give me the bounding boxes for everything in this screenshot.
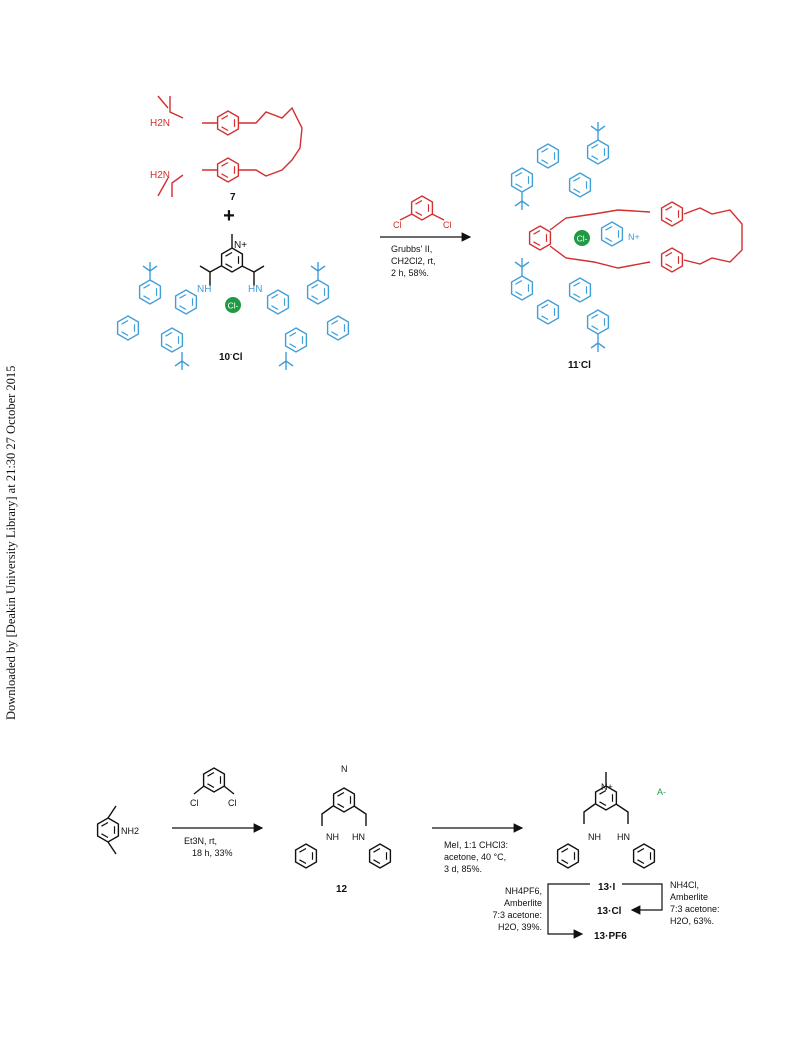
compound-7-amine-bottom: H2N [150, 170, 170, 181]
compound-11-pyridinium: N+ [628, 232, 640, 242]
exchange-left-line1: NH4PF6, [505, 886, 542, 896]
compound-11-label-anion: Cl [581, 360, 591, 371]
compound-7-label: 7 [230, 192, 236, 203]
exchange-right-line1: NH4Cl, [670, 880, 699, 890]
compound-11-label-main: 11 [568, 360, 579, 371]
step1-conditions-line2: 18 h, 33% [192, 848, 233, 858]
compound-10-pyridinium: N+ [234, 240, 247, 251]
step1-conditions-line1: Et3N, rt, [184, 836, 217, 846]
compound-13-anion: A- [657, 787, 666, 797]
compound-10-label-main: 10 [219, 352, 231, 363]
compound-12-n: N [341, 764, 348, 774]
compound-12-nh-right: HN [352, 832, 365, 842]
compound-12 [294, 787, 392, 869]
isophthaloyl-chloride [399, 195, 445, 221]
exchange-left-line2: Amberlite [504, 898, 542, 908]
compound-13-nh-right: HN [617, 832, 630, 842]
compound-7 [157, 95, 303, 197]
compound-13-n: N+ [601, 782, 613, 792]
exchange-arrow-right [622, 883, 663, 915]
compound-11-blue-axle [510, 121, 624, 353]
step1-cl-left: Cl [190, 798, 199, 808]
compound-10-nh-left: NH [197, 284, 211, 295]
reagent-cl-left: Cl [393, 220, 402, 230]
compound-7-amine-top: H2N [150, 118, 170, 129]
chloride-anion-reactant [225, 297, 241, 313]
compound-10-label-anion: Cl [232, 352, 242, 363]
exchange-arrow-left [547, 883, 590, 939]
compound-12-label: 12 [336, 884, 348, 895]
compound-11-label: 11·Cl [568, 360, 591, 371]
reagent-cl-right: Cl [443, 220, 452, 230]
compound-13 [556, 772, 656, 869]
exchange-right-line3: 7:3 acetone: [670, 904, 720, 914]
dinicotinoyl-chloride [193, 767, 235, 795]
exchange-left-line3: 7:3 acetone: [492, 910, 542, 920]
step1-cl-right: Cl [228, 798, 237, 808]
reagent-conditions-1-line2: CH2Cl2, rt, [391, 256, 436, 266]
step2-conditions-line1: MeI, 1:1 CHCl3: [444, 840, 508, 850]
chloride-anion-product-label: Cl- [577, 234, 588, 244]
reagent-conditions-1-line1: Grubbs' II, [391, 244, 432, 254]
compound-10-nh-right: HN [248, 284, 262, 295]
chloride-anion-product [574, 230, 590, 246]
step2-conditions-line3: 3 d, 85%. [444, 864, 482, 874]
compound-12-nh-left: NH [326, 832, 339, 842]
exchange-left-line4: H2O, 39%. [498, 922, 542, 932]
reagent-conditions-1-line3: 2 h, 58%. [391, 268, 429, 278]
download-watermark: Downloaded by [Deakin University Library… [4, 365, 18, 720]
plus-sign: + [223, 205, 235, 227]
exchange-right-line2: Amberlite [670, 892, 708, 902]
chloride-anion-reactant-label: Cl- [228, 301, 239, 311]
salt-13-chloride: 13·Cl [597, 906, 622, 917]
salt-13-pf6: 13·PF6 [594, 931, 627, 942]
exchange-right-line4: H2O, 63%. [670, 916, 714, 926]
compound-13-nh-left: NH [588, 832, 601, 842]
aniline-nh2: NH2 [121, 826, 139, 836]
salt-13-iodide: 13·I [598, 882, 615, 893]
step2-conditions-line2: acetone, 40 °C, [444, 852, 506, 862]
compound-10-label: 10·Cl [219, 352, 243, 363]
dimethylaniline [96, 805, 120, 855]
compound-10-core [199, 234, 265, 286]
compound-11-red-macrocycle [528, 201, 743, 273]
